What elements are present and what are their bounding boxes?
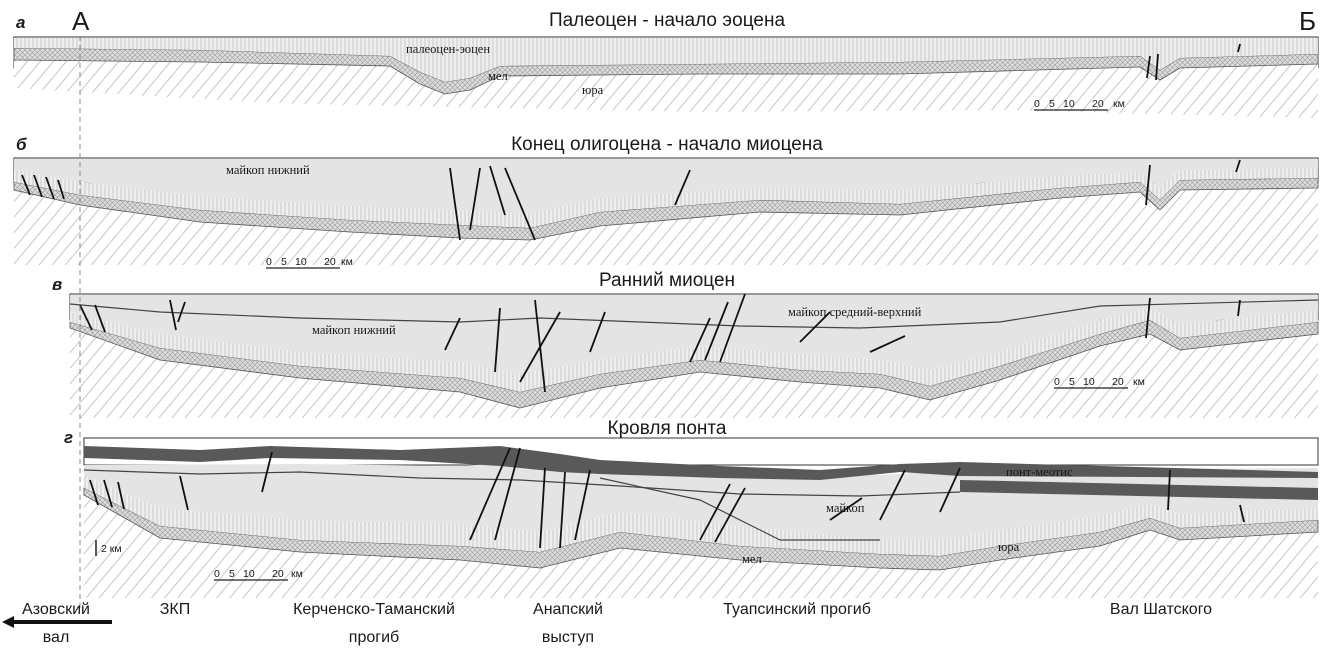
panel-v-letter: в (52, 275, 62, 294)
svg-text:5: 5 (229, 568, 235, 580)
region-anapa: Анапский выступ (533, 601, 603, 646)
svg-text:2 км: 2 км (101, 543, 122, 555)
panel-g-letter: г (64, 428, 73, 447)
svg-text:5: 5 (281, 256, 287, 268)
svg-text:0: 0 (1034, 98, 1040, 110)
svg-text:20: 20 (1092, 98, 1104, 110)
svg-text:0: 0 (1054, 376, 1060, 388)
unit-label: юра (582, 83, 604, 97)
svg-text:км: км (1133, 376, 1145, 388)
svg-text:5: 5 (1069, 376, 1075, 388)
panel-g (84, 438, 1318, 598)
panel-a-title: Палеоцен - начало эоцена (549, 10, 786, 31)
panel-b-title: Конец олигоцена - начало миоцена (511, 134, 823, 155)
unit-label: майкоп нижний (226, 163, 310, 177)
svg-text:вал: вал (43, 629, 70, 646)
svg-text:км: км (291, 568, 303, 580)
region-azov-val: Азовский вал (2, 601, 112, 646)
svg-text:20: 20 (324, 256, 336, 268)
label-end: Б (1299, 6, 1316, 36)
svg-text:5: 5 (1049, 98, 1055, 110)
unit-label: палеоцен-эоцен (406, 42, 490, 56)
svg-text:0: 0 (214, 568, 220, 580)
svg-text:км: км (341, 256, 353, 268)
region-zkp: ЗКП (160, 601, 190, 618)
svg-text:20: 20 (1112, 376, 1124, 388)
panel-a-letter: а (16, 13, 25, 32)
unit-label: майкоп средний-верхний (788, 305, 922, 319)
unit-label: понт-меотис (1006, 465, 1073, 479)
svg-text:Керченско-Таманский: Керченско-Таманский (293, 601, 455, 618)
svg-text:Анапский: Анапский (533, 601, 603, 618)
label-start: А (72, 6, 90, 36)
unit-label: майкоп нижний (312, 323, 396, 337)
unit-label: мел (742, 552, 762, 566)
panel-b (14, 158, 1318, 265)
panel-v-title: Ранний миоцен (599, 270, 735, 291)
svg-text:10: 10 (1063, 98, 1075, 110)
unit-label: мел (488, 69, 508, 83)
region-shatsky: Вал Шатского (1110, 601, 1212, 618)
svg-text:10: 10 (295, 256, 307, 268)
panel-v (70, 294, 1318, 418)
unit-label: майкоп (826, 501, 865, 515)
svg-text:20: 20 (272, 568, 284, 580)
svg-text:выступ: выступ (542, 629, 594, 646)
svg-text:0: 0 (266, 256, 272, 268)
svg-text:Азовский: Азовский (22, 601, 90, 618)
svg-text:10: 10 (243, 568, 255, 580)
unit-label: юра (998, 540, 1020, 554)
region-tuapse: Туапсинский прогиб (723, 601, 871, 618)
svg-text:10: 10 (1083, 376, 1095, 388)
region-kerch-taman: Керченско-Таманский прогиб (293, 601, 455, 646)
svg-text:км: км (1113, 98, 1125, 110)
svg-text:прогиб: прогиб (349, 629, 399, 646)
panel-g-title: Кровля понта (608, 418, 727, 439)
panel-b-letter: б (16, 135, 27, 154)
